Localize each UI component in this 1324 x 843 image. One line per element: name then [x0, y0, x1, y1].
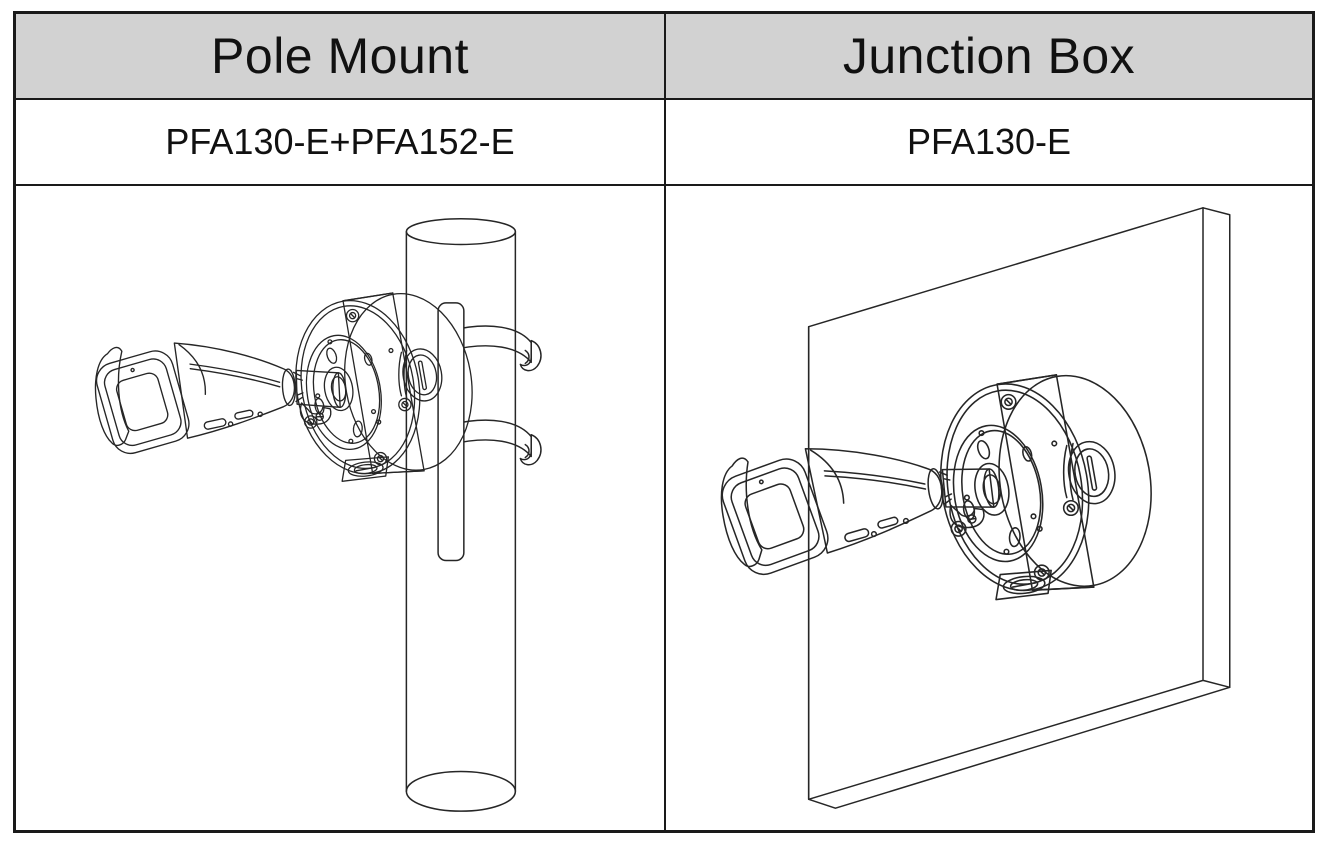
- mount-options-table: Pole Mount Junction Box PFA130-E+PFA152-…: [13, 11, 1315, 833]
- model-cell-junction-box: PFA130-E: [666, 100, 1312, 186]
- pole-mount-title: Pole Mount: [211, 28, 469, 84]
- header-cell-junction-box: Junction Box: [666, 14, 1312, 100]
- pole-drawing: [406, 219, 515, 811]
- camera-left: [90, 333, 350, 460]
- junction-box-illustration: [713, 186, 1312, 830]
- model-cell-pole-mount: PFA130-E+PFA152-E: [16, 100, 666, 186]
- pole-bracket-plate: [438, 303, 464, 561]
- pole-mount-model: PFA130-E+PFA152-E: [165, 121, 515, 162]
- junction-box-model: PFA130-E: [906, 121, 1072, 162]
- header-cell-pole-mount: Pole Mount: [16, 14, 666, 100]
- wall-panel-drawing: [809, 208, 1230, 808]
- diagram-cell-pole-mount: [16, 186, 666, 830]
- diagram-cell-junction-box: [666, 186, 1312, 830]
- junction-box-title: Junction Box: [842, 28, 1136, 84]
- pole-mount-illustration: [90, 186, 542, 830]
